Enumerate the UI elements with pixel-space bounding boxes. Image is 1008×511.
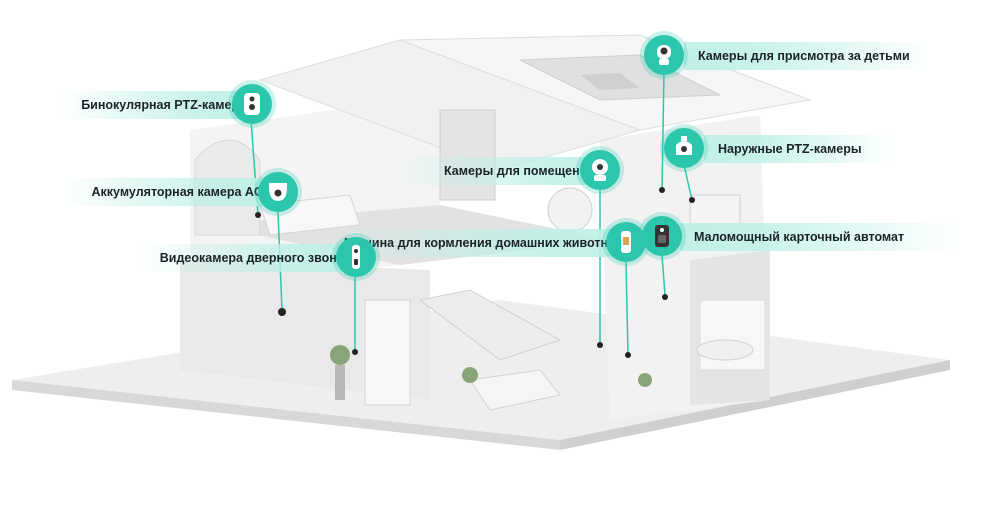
label-doorbell-camera: Видеокамера дверного звонка bbox=[140, 244, 364, 272]
card-machine-icon[interactable] bbox=[642, 216, 682, 256]
crib bbox=[689, 194, 741, 226]
label-outdoor-ptz: Наружные PTZ-камеры bbox=[704, 135, 892, 163]
front-door bbox=[364, 299, 411, 406]
sofa bbox=[469, 369, 561, 411]
outdoor-ptz-camera-icon[interactable] bbox=[664, 128, 704, 168]
label-baby-camera: Камеры для присмотра за детьми bbox=[684, 42, 932, 70]
binocular-camera-icon[interactable] bbox=[232, 84, 272, 124]
plant bbox=[330, 345, 350, 365]
label-binocular-ptz: Бинокулярная PTZ-камера bbox=[60, 91, 260, 119]
indoor-camera-icon[interactable] bbox=[580, 150, 620, 190]
doorbell-camera-icon[interactable] bbox=[336, 237, 376, 277]
baby-camera-icon[interactable] bbox=[644, 35, 684, 75]
swing-chair bbox=[547, 187, 593, 233]
car bbox=[696, 339, 754, 361]
bookcase bbox=[439, 109, 496, 201]
pet-feeder-icon[interactable] bbox=[606, 222, 646, 262]
dome-camera-icon[interactable] bbox=[258, 172, 298, 212]
label-battery-aov: Аккумуляторная камера AOV bbox=[60, 178, 286, 206]
label-card-machine: Маломощный карточный автомат bbox=[680, 223, 958, 251]
label-indoor-cameras: Камеры для помещений bbox=[395, 157, 609, 185]
label-pet-feeder: Машина для кормления домашних животных bbox=[330, 229, 628, 257]
staircase bbox=[418, 289, 562, 361]
